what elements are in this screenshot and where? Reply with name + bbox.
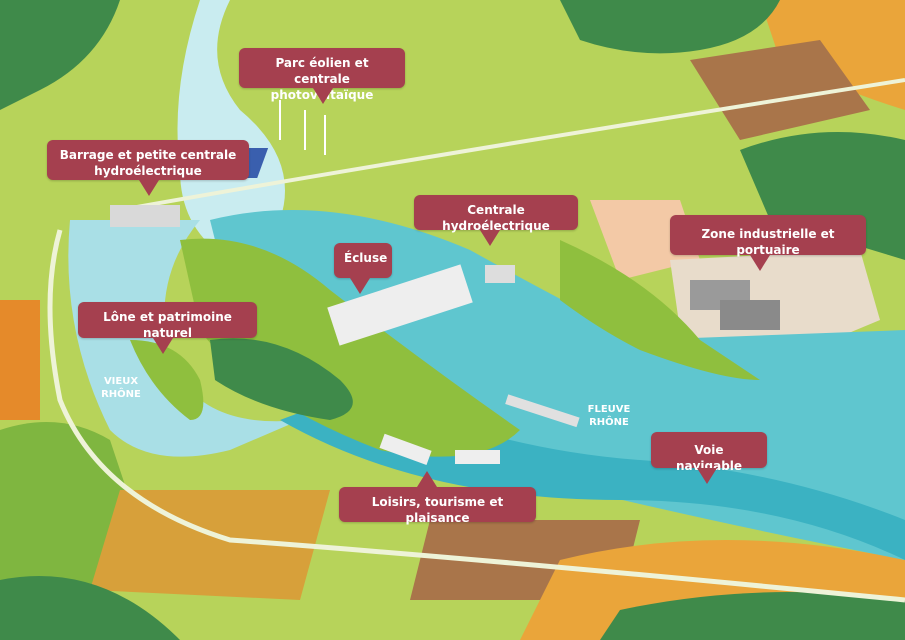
callout-lock-label: Écluse xyxy=(344,251,388,265)
lone-island xyxy=(130,340,204,420)
factory-buildings xyxy=(690,280,780,330)
callout-industrial: Zone industrielle et portuaire xyxy=(670,215,866,271)
forest-bottom-left xyxy=(0,576,180,640)
callout-dam-label: Barrage et petite centrale hydroélectriq… xyxy=(59,148,237,178)
lock-structure xyxy=(327,264,473,346)
callout-pointer xyxy=(417,471,437,487)
field-orange-left xyxy=(0,300,40,420)
field-orange-top-right xyxy=(760,0,905,110)
label-fleuve-rhone-line1: FLEUVE xyxy=(587,404,631,415)
label-vieux-rhone-line2: RHÔNE xyxy=(101,389,141,400)
cargo-ship xyxy=(505,394,580,428)
field-bottom xyxy=(90,490,330,600)
hydro-plant-building xyxy=(485,265,515,283)
callout-pointer xyxy=(480,230,500,246)
field-brown-top xyxy=(690,40,870,140)
label-fleuve-rhone: FLEUVE RHÔNE xyxy=(584,403,634,429)
callout-lone-label: Lône et patrimoine naturel xyxy=(103,310,232,340)
callout-wind-solar: Parc éolien et centrale photovoltaïque xyxy=(239,48,405,104)
old-rhone xyxy=(68,220,300,457)
island xyxy=(180,238,520,457)
road xyxy=(47,229,905,603)
callout-pointer xyxy=(153,338,173,354)
right-bank xyxy=(560,240,760,380)
callout-hydro-plant: Centrale hydroélectrique xyxy=(414,195,578,246)
road-top xyxy=(119,78,905,212)
callout-waterway-label: Voie navigable xyxy=(675,443,743,473)
callout-industrial-label: Zone industrielle et portuaire xyxy=(701,227,835,257)
forest-bottom xyxy=(600,592,905,640)
label-vieux-rhone: VIEUX RHÔNE xyxy=(98,375,144,401)
callout-pointer xyxy=(750,255,770,271)
callout-hydro-plant-label: Centrale hydroélectrique xyxy=(442,203,550,233)
callout-lock: Écluse xyxy=(334,243,392,294)
label-fleuve-rhone-line2: RHÔNE xyxy=(589,417,629,428)
callout-leisure-label: Loisirs, tourisme et plaisance xyxy=(371,495,504,525)
callout-pointer xyxy=(313,88,333,104)
label-vieux-rhone-line1: VIEUX xyxy=(103,376,139,387)
dam xyxy=(110,205,180,227)
callout-waterway: Voie navigable xyxy=(651,432,767,484)
callout-lone: Lône et patrimoine naturel xyxy=(78,302,257,354)
callout-pointer xyxy=(139,180,159,196)
wind-turbines xyxy=(279,100,326,155)
callout-pointer xyxy=(697,468,717,484)
forest-top xyxy=(560,0,780,54)
island-forest xyxy=(210,338,353,420)
callout-pointer xyxy=(350,278,370,294)
callout-dam: Barrage et petite centrale hydroélectriq… xyxy=(47,140,249,196)
marina xyxy=(379,433,500,465)
forest-left-top xyxy=(0,0,120,110)
callout-leisure: Loisirs, tourisme et plaisance xyxy=(339,471,536,525)
